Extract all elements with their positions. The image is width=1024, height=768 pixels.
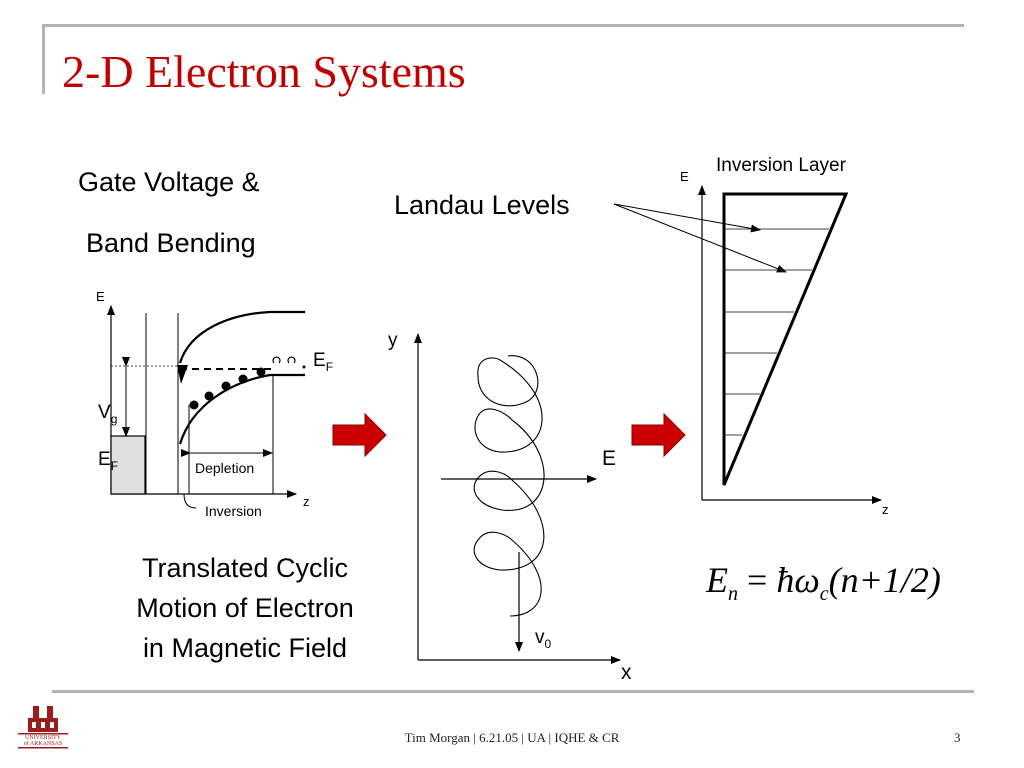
red-arrow-2 — [631, 412, 686, 458]
potential-well — [722, 192, 849, 486]
electron-filled — [204, 391, 214, 401]
logo-building-icon — [18, 706, 68, 749]
landau-levels-label: Landau Levels — [394, 190, 570, 220]
right-e-label: E — [680, 169, 689, 184]
gate-voltage-heading: Gate Voltage & — [78, 167, 260, 197]
metal-fermi-label: EF — [98, 449, 119, 473]
cyclotron-trajectory — [473, 355, 545, 617]
hole-open — [287, 356, 296, 364]
motion-caption: Translated Cyclic Motion of Electron in … — [100, 548, 390, 668]
bottom-rule — [52, 690, 974, 693]
landau-pointer-1 — [613, 203, 761, 233]
eq-equals: = — [747, 560, 768, 600]
depletion-label: Depletion — [195, 460, 255, 476]
logo-line2: of ARKANSAS — [23, 741, 63, 747]
page-number: 3 — [954, 730, 961, 745]
inversion-wedge — [177, 365, 188, 384]
electron-filled — [221, 381, 231, 391]
eq-hbar: ħ — [776, 560, 795, 600]
caption-line: Motion of Electron — [136, 593, 354, 623]
eq-omega: ω — [794, 560, 820, 600]
electron-filled — [189, 400, 199, 410]
slide-title: 2-D Electron Systems — [62, 46, 466, 97]
left-rule — [42, 24, 45, 94]
cyclotron-diagram — [414, 333, 621, 664]
vg-label: Vg — [98, 402, 118, 426]
middle-x-label: x — [621, 661, 632, 684]
electron-filled — [238, 374, 248, 384]
band-bending-diagram — [107, 305, 306, 509]
logo-line1: UNIVERSITY — [25, 735, 61, 741]
electron-filled — [256, 367, 266, 377]
band-bending-heading: Band Bending — [86, 228, 256, 258]
landau-equation: En = ħωc(n+1/2) — [706, 562, 941, 604]
band-z-label: z — [303, 494, 310, 509]
landau-pointer-2 — [613, 203, 787, 273]
velocity-label: v0 — [535, 627, 552, 651]
conduction-band — [178, 310, 305, 364]
inversion-layer-diagram — [613, 185, 882, 504]
eq-omega-sub: c — [819, 583, 829, 606]
caption-line: Translated Cyclic — [141, 553, 349, 583]
footer-text: Tim Morgan | 6.21.05 | UA | IQHE & CR — [404, 730, 620, 745]
inversion-bracket — [183, 493, 197, 509]
inversion-layer-title: Inversion Layer — [716, 155, 846, 176]
eq-rhs: (n+1/2) — [828, 560, 941, 600]
fermi-label: EF — [313, 350, 334, 374]
right-z-label: z — [882, 502, 889, 517]
caption-line: in Magnetic Field — [142, 633, 348, 663]
top-rule — [42, 24, 964, 27]
field-e-label: E — [602, 447, 617, 470]
red-arrow-1 — [332, 412, 387, 458]
eq-lhs: E — [706, 560, 728, 600]
university-logo: UNIVERSITY of ARKANSAS — [16, 702, 70, 752]
hole-open — [272, 356, 281, 364]
middle-y-label: y — [388, 330, 398, 351]
eq-lhs-sub: n — [728, 583, 738, 606]
valence-band — [178, 373, 305, 445]
gate-metal — [110, 435, 146, 495]
inversion-label: Inversion — [205, 503, 262, 519]
fermi-dot — [302, 365, 306, 369]
band-e-label: E — [96, 289, 105, 304]
